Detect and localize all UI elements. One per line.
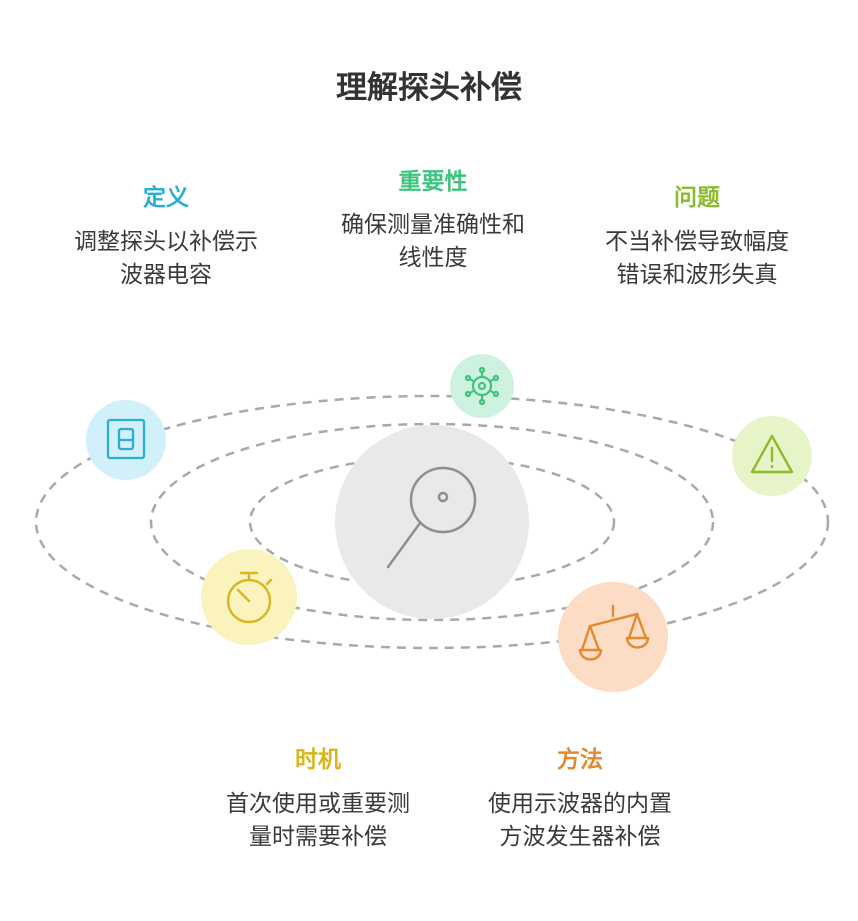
importance-label: 重要性 [398,169,468,195]
timing-label: 时机 [295,747,341,773]
method-desc-line-1: 使用示波器的内置 [488,791,672,817]
timing-node [201,549,297,645]
switch-icon [106,418,146,460]
definition-desc-line-1: 调整探头以补偿示 [74,229,258,255]
timing-desc-line-2: 量时需要补偿 [249,824,387,850]
definition-desc-line-2: 波器电容 [120,262,212,288]
diagram-title: 理解探头补偿 [336,70,522,106]
stopwatch-icon [226,571,273,624]
gear-icon [464,366,500,406]
warning-icon [750,434,794,474]
definition-label: 定义 [143,185,189,211]
magnifier-icon [386,466,477,569]
definition-desc: 调整探头以补偿示 波器电容 [46,226,286,292]
importance-desc: 确保测量准确性和 线性度 [313,209,553,275]
problem-label: 问题 [674,185,720,211]
method-node [558,582,668,692]
method-label: 方法 [557,747,603,773]
scales-icon [578,604,650,661]
timing-desc: 首次使用或重要测 量时需要补偿 [196,788,440,854]
importance-desc-line-1: 确保测量准确性和 [341,212,525,238]
importance-desc-line-2: 线性度 [398,245,468,271]
problem-desc: 不当补偿导致幅度 错误和波形失真 [577,226,817,292]
method-desc-line-2: 方波发生器补偿 [499,824,661,850]
problem-desc-line-1: 不当补偿导致幅度 [605,229,789,255]
method-desc: 使用示波器的内置 方波发生器补偿 [458,788,702,854]
middle-orbit [149,422,715,622]
center-circle [335,425,529,619]
problem-desc-line-2: 错误和波形失真 [616,262,778,288]
timing-desc-line-1: 首次使用或重要测 [226,791,410,817]
outer-orbit [34,394,830,650]
importance-node [450,354,514,418]
